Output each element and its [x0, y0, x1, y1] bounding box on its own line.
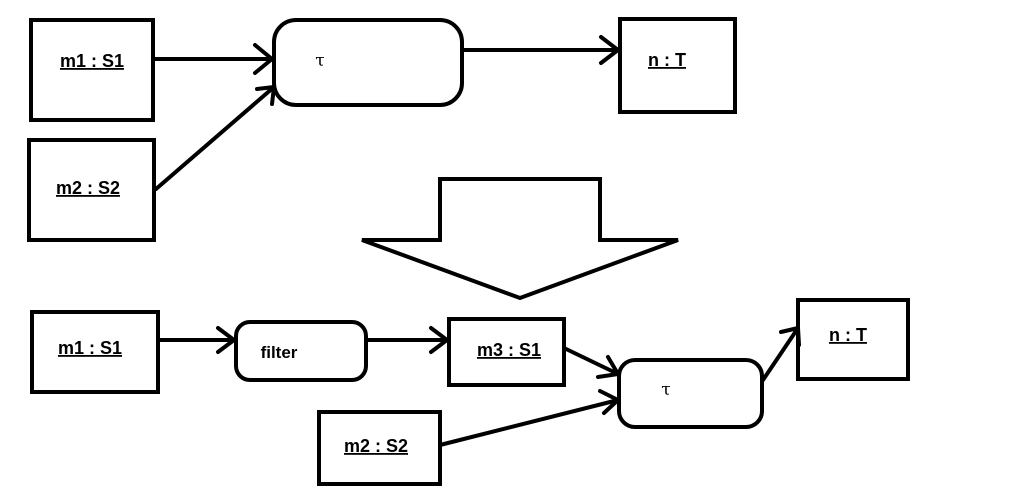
- top-node-m1-label: m1 : S1: [60, 51, 124, 71]
- top-node-m2[interactable]: m2 : S2: [27, 138, 156, 242]
- bottom-edge-tau-n: [761, 326, 801, 382]
- transformation-arrow-icon: [361, 177, 679, 301]
- bottom-edge-m3-tau: [562, 346, 620, 379]
- top-edge-m2-tau: [154, 85, 276, 191]
- bottom-edge-filter-m3: [364, 326, 449, 354]
- bottom-node-tau-label: τ: [661, 380, 670, 400]
- top-node-m2-label: m2 : S2: [56, 178, 120, 198]
- top-node-tau-label: τ: [315, 51, 324, 71]
- bottom-node-filter[interactable]: filter: [234, 320, 368, 382]
- bottom-node-filter-label: filter: [261, 343, 298, 362]
- top-edge-tau-n: [460, 35, 620, 65]
- bottom-node-m3-label: m3 : S1: [477, 340, 541, 360]
- bottom-node-m2-label: m2 : S2: [344, 436, 408, 456]
- bottom-edge-m1-filter: [156, 326, 236, 354]
- bottom-node-m2[interactable]: m2 : S2: [317, 410, 442, 486]
- bottom-edge-m2-tau: [438, 389, 620, 447]
- bottom-node-m1[interactable]: m1 : S1: [30, 310, 160, 394]
- top-node-n-label: n : T: [648, 50, 686, 70]
- bottom-node-m1-label: m1 : S1: [58, 338, 122, 358]
- top-node-tau[interactable]: τ: [272, 18, 464, 107]
- bottom-diagram: m1 : S1 filter m3 : S1 m2 : S2 τ n : T: [30, 298, 910, 486]
- bottom-node-tau[interactable]: τ: [617, 358, 764, 429]
- top-node-n[interactable]: n : T: [618, 17, 737, 114]
- top-edge-m1-tau: [151, 43, 274, 75]
- bottom-node-n[interactable]: n : T: [796, 298, 910, 381]
- top-diagram: m1 : S1 m2 : S2 τ n : T: [27, 17, 737, 242]
- top-node-m1[interactable]: m1 : S1: [29, 18, 155, 122]
- bottom-node-m3[interactable]: m3 : S1: [447, 317, 566, 387]
- bottom-node-n-label: n : T: [829, 325, 867, 345]
